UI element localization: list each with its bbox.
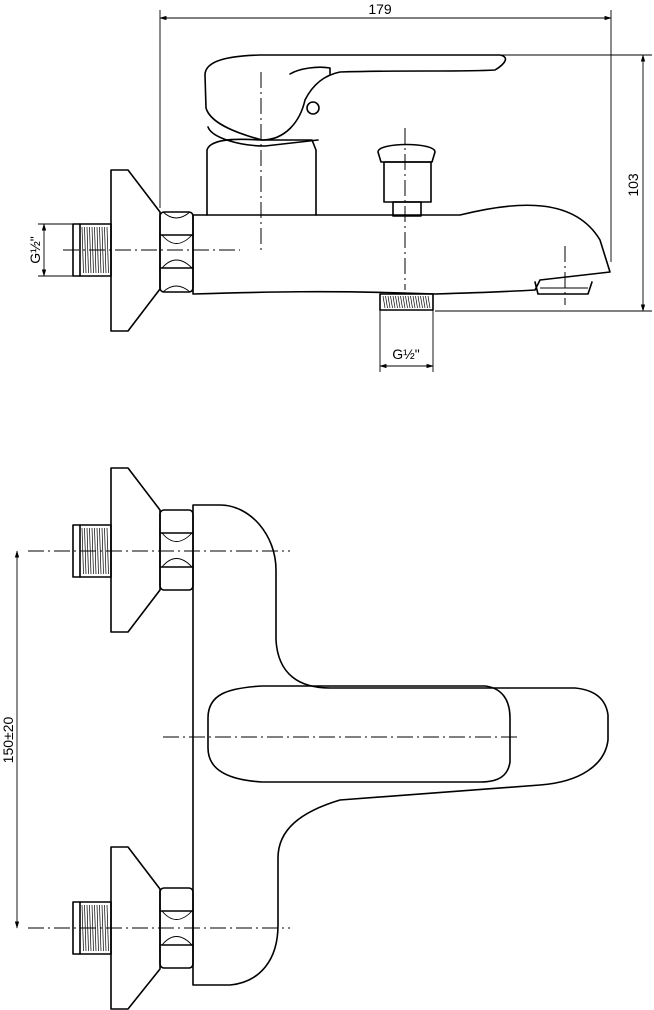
dimension-side-thread: G½" [27,223,73,277]
thread-hatch-line [104,527,107,575]
thread-hatch-line [405,295,408,309]
thread-hatch-line [84,226,87,274]
plan-view: 150±20 [0,467,609,1010]
mixer-body-plan [192,504,609,986]
thread-hatch-line [390,295,393,309]
thread-hatch-line [422,295,426,309]
thread-hatch-line [387,295,391,309]
thread-hatch-line [382,295,386,309]
dimension-height-label: 103 [625,173,641,197]
upper-hex-nut [159,509,194,591]
thread-hatch-line [104,226,107,274]
thread-hatch-line [412,295,416,309]
bottom-thread-label: G½" [392,346,420,362]
side-thread-label: G½" [27,236,43,264]
bottom-outlet-thread [379,293,434,311]
hex-nut [159,211,194,293]
cartridge-housing [206,138,317,216]
thread-hatch-line [415,295,418,309]
lever-handle [204,54,507,141]
thread-hatch-line [397,295,401,309]
spout-aerator [534,281,593,295]
side-elevation-view: 179 103 G½" G½" [27,1,652,372]
thread-hatch-line [407,295,411,309]
thread-hatch-line [420,295,423,309]
dimension-width-label: 179 [368,1,392,17]
thread-hatch-line [425,295,428,309]
thread-hatch-line [417,295,421,309]
thread-hatch-line [86,226,89,274]
thread-hatch-line [96,904,99,952]
dimension-overall-width: 179 [159,1,612,262]
inlet-spacing-label: 150±20 [0,716,16,763]
dimension-inlet-spacing: 150±20 [0,550,20,929]
thread-hatch-line [385,295,388,309]
thread-hatch-line [402,295,406,309]
thread-hatch-line [96,527,99,575]
diverter-knob [377,143,436,217]
dimension-overall-height: 103 [435,54,652,312]
lever-plan [207,685,511,783]
thread-hatch-line [81,226,84,274]
thread-hatch-line [395,295,398,309]
thread-hatch-line [106,226,109,274]
thread-hatch-line [101,527,104,575]
thread-hatch-line [392,295,396,309]
upper-wall-flange [110,467,161,633]
thread-hatch-line [400,295,403,309]
thread-hatch-line [101,904,104,952]
thread-hatch-line [410,295,413,309]
thread-hatch-line [104,904,107,952]
mixer-body-spout [192,204,611,295]
lower-wall-flange [110,846,161,1010]
dimension-bottom-thread: G½" [379,310,434,372]
thread-hatch-line [427,295,431,309]
